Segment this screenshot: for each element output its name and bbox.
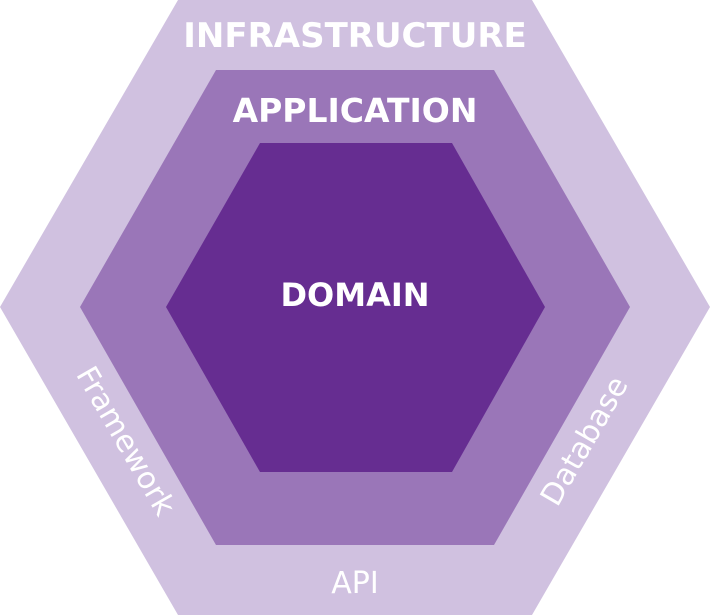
infrastructure-title: INFRASTRUCTURE bbox=[183, 16, 526, 56]
domain-title: DOMAIN bbox=[280, 276, 429, 314]
application-title: APPLICATION bbox=[233, 91, 478, 130]
api-label: API bbox=[331, 566, 378, 601]
domain-layer-hexagon bbox=[166, 143, 545, 472]
